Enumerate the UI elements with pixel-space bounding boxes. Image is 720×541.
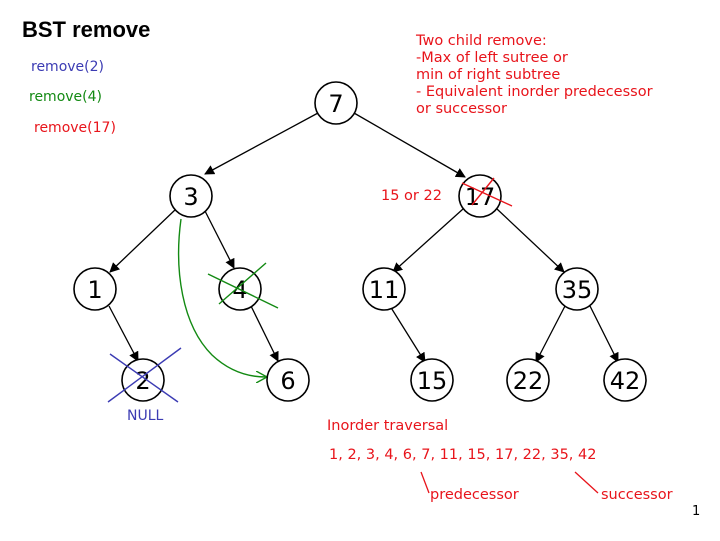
node-label: 35 (562, 276, 593, 304)
cross-line (109, 353, 179, 403)
note-line: - Equivalent inorder predecessor (416, 84, 653, 100)
operation-remove-17: remove(17) (34, 120, 116, 136)
page-number: 1 (692, 504, 700, 519)
edge-7-17 (353, 112, 466, 178)
predecessor-label: predecessor (430, 487, 519, 503)
cross-out-node-4 (207, 262, 279, 309)
tree-edges (108, 112, 619, 363)
null-label: NULL (127, 408, 164, 424)
node-circle (506, 358, 550, 402)
tree-node-35: 35 (555, 267, 599, 311)
node-circle (169, 174, 213, 218)
cross-line (471, 177, 495, 206)
slide-title: BST remove (22, 17, 150, 42)
tree-node-3: 3 (169, 174, 213, 218)
node-circle (410, 358, 454, 402)
node-label: 1 (87, 276, 102, 304)
replacement-options-label: 15 or 22 (381, 188, 442, 204)
successor-label: successor (601, 487, 673, 503)
edge-3-1 (109, 208, 177, 273)
cross-line (461, 182, 513, 207)
node-circle (73, 267, 117, 311)
two-child-remove-note: Two child remove: -Max of left sutree or… (415, 33, 653, 117)
edge-17-11 (392, 208, 464, 273)
tree-node-15: 15 (410, 358, 454, 402)
operation-remove-4: remove(4) (29, 89, 102, 105)
node-label: 42 (610, 367, 641, 395)
successor-pointer (574, 471, 599, 494)
node-circle (603, 358, 647, 402)
cross-out-node-2 (107, 347, 182, 403)
tree-node-7: 7 (314, 81, 358, 125)
node-label: 17 (465, 183, 496, 211)
node-label: 3 (183, 183, 198, 211)
note-line: Two child remove: (415, 33, 547, 49)
cross-out-node-17 (461, 177, 513, 207)
tree-node-6: 6 (266, 358, 310, 402)
predecessor-pointer (420, 471, 430, 494)
cross-line (218, 262, 267, 305)
operation-remove-2: remove(2) (31, 59, 104, 75)
tree-node-11: 11 (362, 267, 406, 311)
edge-1-2 (108, 305, 139, 362)
node-circle (555, 267, 599, 311)
edge-17-35 (496, 208, 565, 273)
tree-node-22: 22 (506, 358, 550, 402)
inorder-heading: Inorder traversal (327, 418, 448, 434)
node-label: 11 (369, 276, 400, 304)
note-line: min of right subtree (416, 67, 560, 83)
tree-node-42: 42 (603, 358, 647, 402)
edge-4-6 (250, 305, 279, 362)
note-line: or successor (416, 101, 507, 117)
node-circle (266, 358, 310, 402)
node-label: 6 (280, 367, 295, 395)
node-label: 15 (417, 367, 448, 395)
node-label: 7 (328, 90, 343, 118)
cross-line (207, 273, 279, 309)
cross-line (107, 347, 182, 403)
edge-35-42 (589, 305, 619, 363)
edge-3-4 (204, 210, 235, 269)
green-replacement-arrow (177, 218, 266, 377)
edge-11-15 (389, 305, 426, 363)
node-circle (362, 267, 406, 311)
tree-node-1: 1 (73, 267, 117, 311)
node-label: 22 (513, 367, 544, 395)
node-circle (314, 81, 358, 125)
edge-35-22 (535, 305, 566, 363)
inorder-sequence: 1, 2, 3, 4, 6, 7, 11, 15, 17, 22, 35, 42 (329, 447, 596, 463)
edge-7-3 (204, 112, 319, 175)
note-line: -Max of left sutree or (416, 50, 568, 66)
